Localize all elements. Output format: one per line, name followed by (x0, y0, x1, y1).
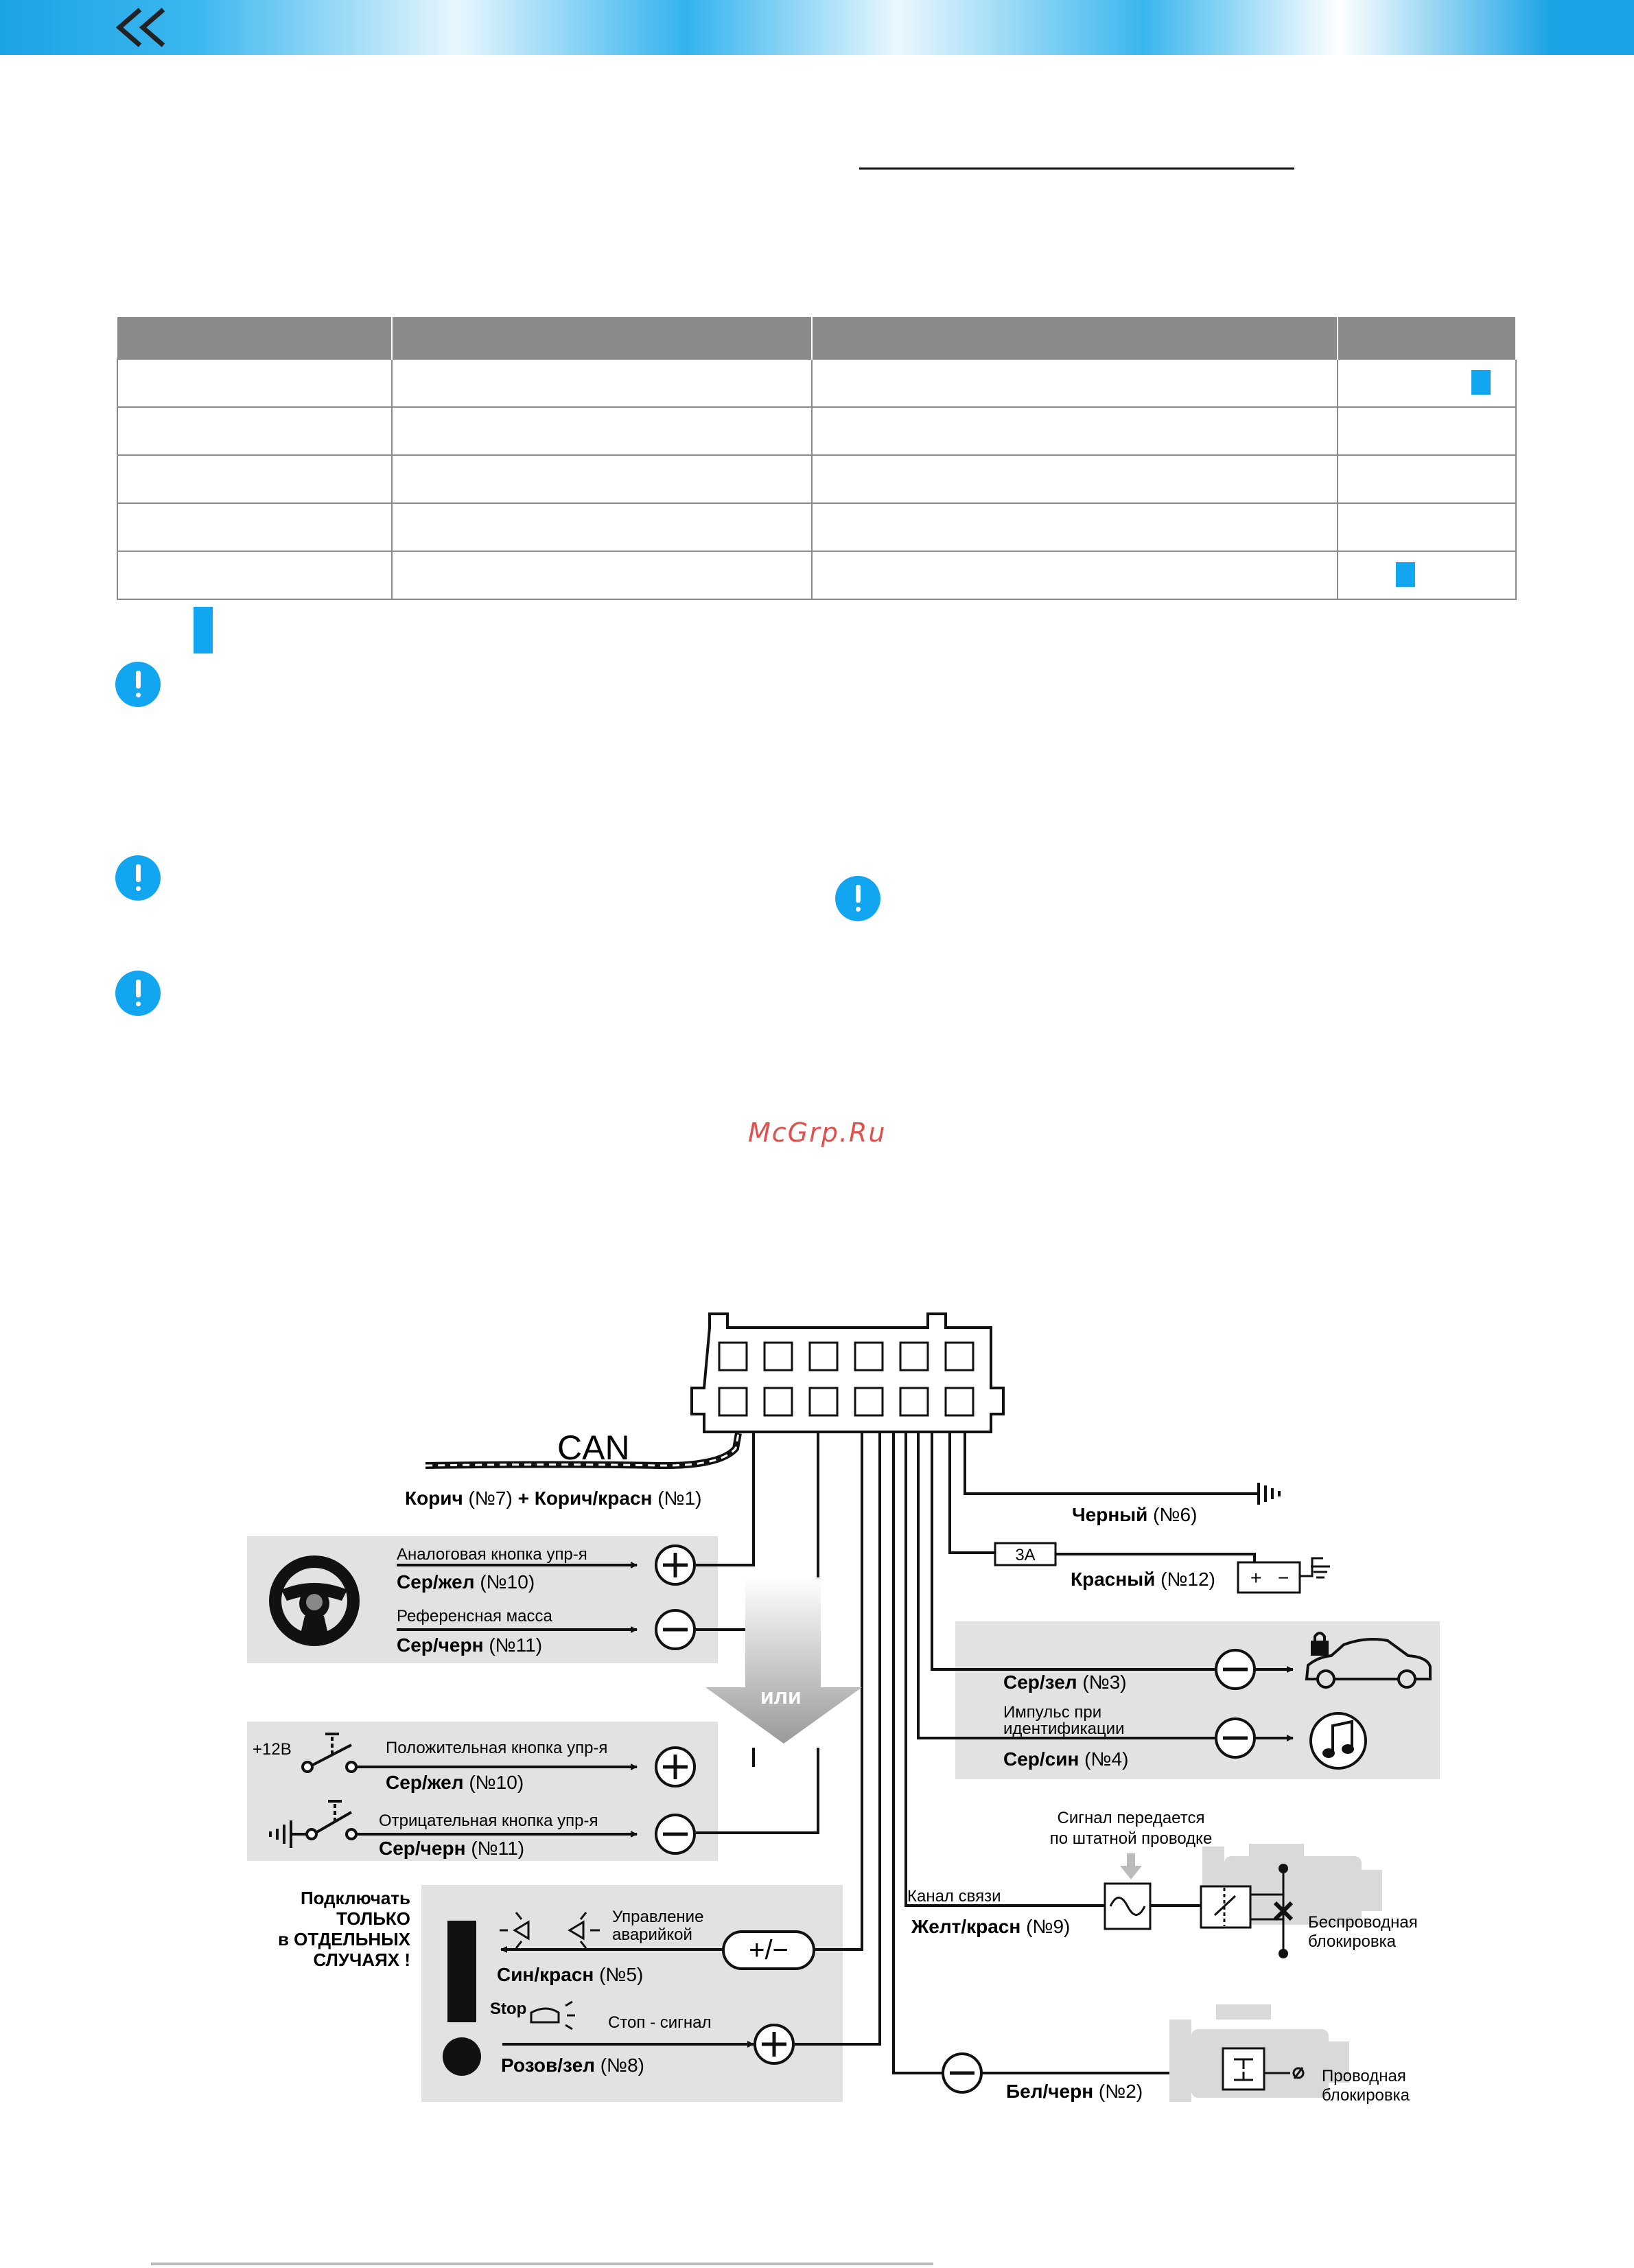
table-row (117, 454, 1517, 504)
relay-icon (1200, 1868, 1285, 1954)
relay-icon (1222, 2047, 1305, 2091)
minus-terminal-icon (655, 1609, 696, 1650)
special-panel (421, 1885, 843, 2102)
hazard-lights-icon (500, 1912, 600, 1949)
bidirectional-terminal-icon: +/− (722, 1930, 815, 1970)
ref-wire-label: Сер/черн (№11) (397, 1634, 542, 1656)
wireless-block-2: блокировка (1308, 1932, 1397, 1951)
signal-note-1: Сигнал передается (1058, 1809, 1205, 1827)
table-row (117, 502, 1517, 552)
hazard-caption-1: Управление (612, 1908, 703, 1926)
black-wire-label: Черный (№6) (1072, 1504, 1197, 1525)
table-marker (1396, 562, 1415, 587)
stop-lamp-icon: Stop (490, 2000, 575, 2030)
svg-text:СЛУЧАЯХ !: СЛУЧАЯХ ! (313, 1949, 410, 1970)
plus12-label: +12В (253, 1740, 292, 1759)
sine-wave-icon (1104, 1882, 1152, 1930)
cross-icon (1273, 1901, 1294, 1921)
neg-wire-label: Сер/черн (№11) (379, 1838, 524, 1859)
double-chevron-left-icon[interactable] (110, 5, 176, 49)
car-lock-icon (1305, 1632, 1432, 1689)
plus-terminal-icon (655, 1746, 696, 1787)
battery-icon: + − (1237, 1557, 1330, 1594)
footer-rule (151, 2263, 933, 2265)
table-header-row (117, 317, 1517, 359)
analog-wire-label: Сер/жел (№10) (397, 1571, 535, 1593)
ref-caption: Референсная масса (397, 1607, 552, 1625)
pos-wire-label: Сер/жел (№10) (386, 1772, 524, 1793)
steering-wheel-icon (269, 1555, 360, 1646)
or-arrow: или (705, 1577, 862, 1744)
special-note: Подключать ТОЛЬКО в ОТДЕЛЬНЫХ СЛУЧАЯХ ! (278, 1888, 411, 1970)
stop-caption: Стоп - сигнал (608, 2013, 712, 2032)
warning-icon (835, 876, 880, 921)
neg-caption: Отрицательная кнопка упр-я (379, 1812, 598, 1830)
can-wire-label: Корич (№7) + Корич/красн (№1) (405, 1488, 702, 1509)
header-bar (0, 0, 1634, 55)
svg-text:+/−: +/− (749, 1935, 789, 1965)
channel-wire-label: Желт/красн (№9) (911, 1916, 1070, 1937)
analog-caption: Аналоговая кнопка упр-я (397, 1545, 587, 1564)
switch-icon (301, 1733, 358, 1773)
main-connector (690, 1312, 1005, 1433)
ground-icon (269, 1820, 307, 1848)
svg-text:ТОЛЬКО: ТОЛЬКО (336, 1908, 410, 1929)
table-marker (1471, 370, 1491, 395)
fuse-label: 3А (1015, 1546, 1035, 1564)
table-row (117, 551, 1517, 600)
minus-terminal-icon (655, 1814, 696, 1855)
red-wire-label: Красный (№12) (1071, 1569, 1215, 1590)
wired-block-2: блокировка (1322, 2086, 1410, 2105)
ident-caption-1: Импульс при (1003, 1703, 1101, 1722)
svg-text:Подключать: Подключать (301, 1888, 410, 1908)
title-underline (859, 167, 1294, 170)
stop-wire-label: Розов/зел (№8) (501, 2055, 644, 2076)
svg-text:+: + (1250, 1567, 1261, 1588)
connector-wires (696, 1432, 1259, 2074)
warning-icon (115, 971, 161, 1016)
hazard-wire-label: Син/красн (№5) (497, 1964, 643, 1985)
watermark: McGrp.Ru (748, 1118, 887, 1148)
spec-table (117, 317, 1517, 600)
channel-caption: Канал связи (907, 1887, 1001, 1906)
warning-icon (115, 855, 161, 901)
minus-terminal-icon (942, 2052, 983, 2094)
warning-icon (115, 662, 161, 707)
pos-caption: Положительная кнопка упр-я (386, 1739, 607, 1757)
minus-terminal-icon (1215, 1717, 1256, 1759)
minus-terminal-icon (1215, 1649, 1256, 1690)
table-row (117, 406, 1517, 456)
ground-icon (1257, 1483, 1281, 1505)
ident-wire-label: Сер/син (№4) (1003, 1748, 1128, 1770)
switch-icon (305, 1800, 358, 1840)
music-note-icon (1309, 1712, 1367, 1770)
plus-terminal-icon (754, 2024, 795, 2065)
or-label: или (760, 1684, 802, 1709)
wireless-block-1: Беспроводная (1308, 1913, 1418, 1932)
table-row (117, 358, 1517, 408)
svg-text:−: − (1278, 1567, 1289, 1588)
wired-wire-label: Бел/черн (№2) (1006, 2081, 1143, 2102)
ident-caption-2: идентификации (1003, 1720, 1125, 1738)
svg-text:Stop: Stop (490, 2000, 526, 2018)
note-marker (194, 607, 213, 653)
buttons-panel (247, 1722, 718, 1861)
plus-terminal-icon (655, 1544, 696, 1586)
signal-note-2: по штатной проводке (1050, 1829, 1213, 1848)
lock-wire-label: Сер/зел (№3) (1003, 1671, 1127, 1693)
down-arrow-icon (1120, 1853, 1142, 1879)
hazard-caption-2: аварийкой (612, 1925, 692, 1944)
exclamation-bar (447, 1921, 476, 2022)
svg-text:в ОТДЕЛЬНЫХ: в ОТДЕЛЬНЫХ (278, 1929, 411, 1949)
exclamation-dot (443, 2037, 481, 2076)
wired-block-1: Проводная (1322, 2067, 1406, 2085)
can-label: CAN (557, 1428, 630, 1467)
can-twisted-pair (425, 1433, 742, 1470)
fuse-icon (994, 1542, 1057, 1566)
